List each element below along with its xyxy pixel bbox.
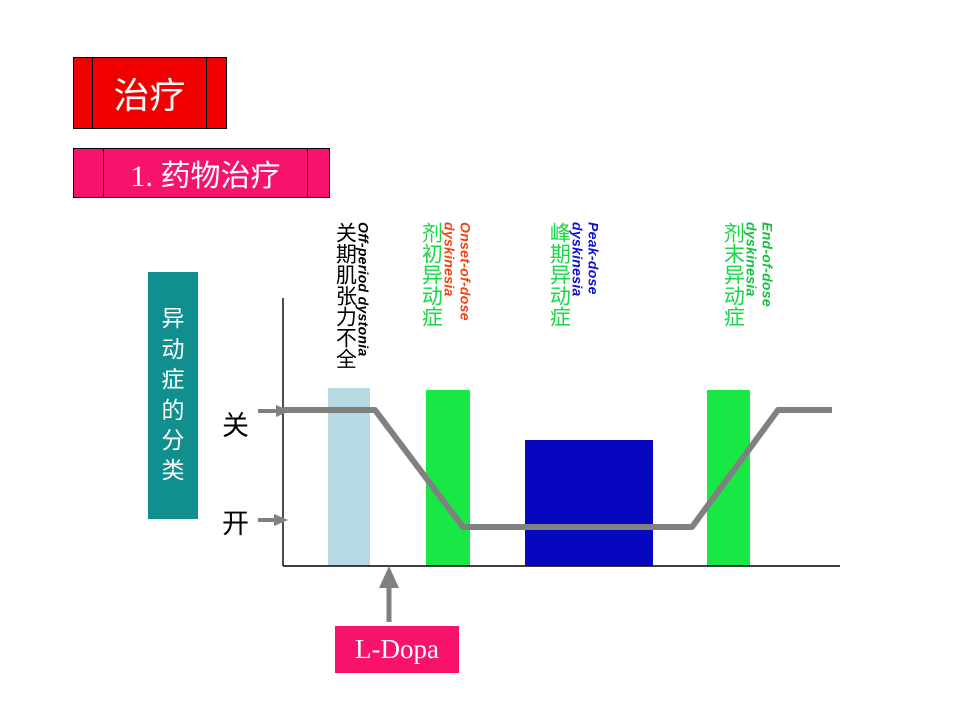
annotation-chinese-text: 峰期异动症: [547, 222, 572, 327]
annotation-english-block: dyskinesia Peak-dose: [569, 222, 601, 297]
off-state-arrow: [258, 405, 290, 417]
category-char: 症: [161, 367, 185, 393]
treatment-title-right-cell: [207, 58, 226, 128]
off-state-label: 关: [222, 411, 249, 441]
treatment-title-box: 治疗: [73, 57, 227, 129]
annotation-off-period-dystonia: 关期肌张力不全 Off-period dystonia: [333, 222, 372, 369]
drug-title-main-cell: 1. 药物治疗: [104, 149, 308, 197]
annotation-english-line2: dyskinesia: [441, 222, 458, 297]
bar-onset-of-dose-dyskinesia: [426, 390, 470, 566]
bar-peak-dose-dyskinesia: [525, 440, 653, 566]
annotation-english-text: Off-period dystonia: [355, 222, 372, 357]
treatment-title-text: 治疗: [113, 76, 186, 116]
annotation-chinese-text: 剂末异动症: [721, 222, 746, 327]
dyskinesia-category-box: 异 动 症 的 分 类: [148, 272, 198, 519]
ldopa-dose-arrow: [379, 566, 399, 622]
annotation-english-line1: Onset-of-dose: [457, 222, 474, 321]
category-char: 的: [161, 397, 185, 423]
category-char: 动: [161, 336, 185, 362]
annotation-chinese-text: 剂初异动症: [419, 222, 444, 327]
ldopa-label-text: L-Dopa: [355, 634, 439, 664]
annotation-onset-of-dose-dyskinesia: 剂初异动症 dyskinesia Onset-of-dose: [419, 222, 473, 327]
annotation-end-of-dose-dyskinesia: 剂末异动症 dyskinesia End-of-dose: [721, 222, 775, 327]
treatment-title-left-cell: [74, 58, 93, 128]
on-state-label: 开: [222, 509, 249, 539]
category-char: 类: [161, 458, 185, 484]
annotation-english-line1: End-of-dose: [759, 222, 776, 307]
drug-title-left-cell: [74, 149, 104, 197]
bar-end-of-dose-dyskinesia: [707, 390, 750, 566]
category-char: 异: [161, 306, 185, 332]
annotation-chinese-text: 关期肌张力不全: [333, 222, 358, 369]
drug-treatment-title-box: 1. 药物治疗: [73, 148, 330, 198]
drug-title-text: 1. 药物治疗: [130, 160, 281, 193]
treatment-title-main-cell: 治疗: [93, 58, 207, 128]
annotation-peak-dose-dyskinesia: 峰期异动症 dyskinesia Peak-dose: [547, 222, 601, 327]
category-char: 分: [161, 427, 185, 453]
on-state-arrow: [258, 514, 288, 526]
bar-off-period-dystonia: [328, 388, 370, 566]
annotation-english-block: dyskinesia Onset-of-dose: [441, 222, 473, 321]
annotation-english-line2: dyskinesia: [569, 222, 586, 297]
drug-title-right-cell: [308, 149, 329, 197]
annotation-english-line2: dyskinesia: [743, 222, 760, 297]
annotation-english-block: dyskinesia End-of-dose: [743, 222, 775, 307]
ldopa-label-box: L-Dopa: [335, 626, 459, 673]
annotation-english-line1: Peak-dose: [585, 222, 602, 295]
